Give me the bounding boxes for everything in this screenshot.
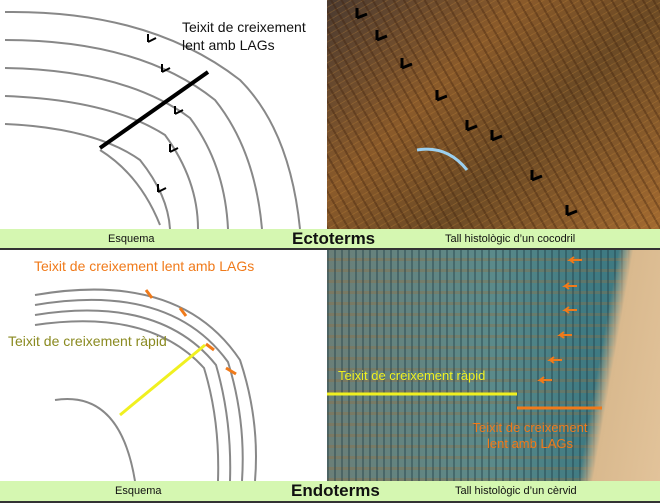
photo-caption: Tall histològic d’un cocodril: [445, 232, 576, 245]
schema-caption: Esquema: [108, 232, 155, 245]
schema-caption: Esquema: [115, 485, 162, 497]
photo-slow-growth-label: Teixit de creixement lent amb LAGs: [472, 420, 588, 451]
ectotherms-bar: Esquema Ectoterms Tall histològic d’un c…: [0, 229, 660, 250]
endotherm-schematic: [34, 288, 257, 481]
endotherms-bar: Esquema Endoterms Tall histològic d’un c…: [0, 481, 660, 503]
deer-histology-photo: [327, 250, 660, 481]
fast-growth-label: Teixit de creixement ràpid: [8, 333, 167, 349]
section-title: Endoterms: [291, 481, 380, 500]
slow-growth-label: Teixit de creixement lent amb LAGs: [34, 258, 255, 274]
slow-growth-label: Teixit de creixement lent amb LAGs: [182, 19, 306, 53]
photo-caption: Tall histològic d’un cèrvid: [455, 485, 577, 497]
section-title: Ectoterms: [292, 228, 376, 248]
photo-overlay: [327, 256, 602, 410]
photo-fast-growth-label: Teixit de creixement ràpid: [338, 368, 486, 383]
ectotherm-schematic: [4, 10, 301, 229]
lag-arrows: [355, 8, 578, 217]
